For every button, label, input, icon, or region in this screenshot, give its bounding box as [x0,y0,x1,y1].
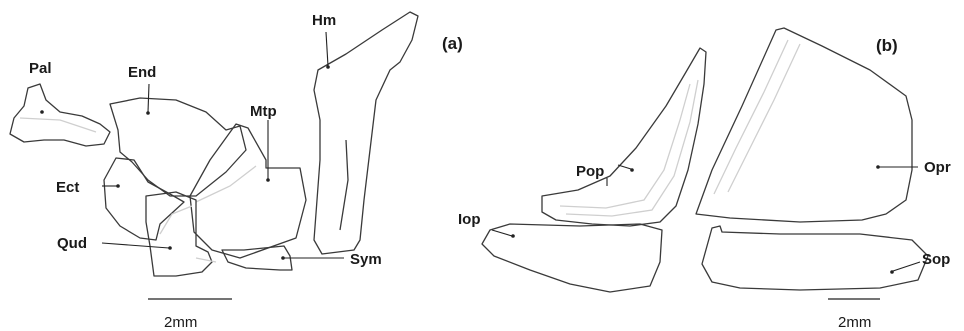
scale-label-b: 2mm [838,314,871,331]
label-iop: Iop [458,211,481,228]
label-hm: Hm [312,12,336,29]
scale-label-a: 2mm [164,314,197,331]
opercle-bone [696,28,912,222]
pop-leader [618,165,631,169]
label-mtp: Mtp [250,103,277,120]
hyomandibular-bone [314,12,418,254]
label-end: End [128,64,156,81]
panel-label-a: (a) [442,34,463,53]
ectopterygoid-bone [104,158,184,240]
hyomandibular-ridge [340,140,348,230]
quadrate-ridge-2 [196,258,216,262]
palatine-bone [10,84,110,146]
panel-label-b: (b) [876,36,898,55]
label-opr: Opr [924,159,951,176]
metapterygoid-bone [190,124,306,258]
iop-leader [492,230,512,236]
label-ect: Ect [56,179,79,196]
palatine-ridge [20,118,96,132]
label-sop: Sop [922,251,950,268]
interopercle-bone [482,224,662,292]
preopercle-canal-2 [566,80,698,216]
qud-leader [102,243,169,248]
quadrate-bone [146,192,212,276]
hm-leader [326,32,328,66]
opercle-ridge-1 [714,40,788,194]
end-leader [148,84,149,112]
panel-b [482,28,928,292]
endopterygoid-bone [110,98,246,196]
opercle-ridge-2 [728,44,800,192]
subopercle-bone [702,226,928,290]
label-qud: Qud [57,235,87,252]
label-sym: Sym [350,251,382,268]
sop-leader [893,262,920,271]
preopercle-bone [542,48,706,226]
label-pop: Pop [576,163,604,180]
label-pal: Pal [29,60,52,77]
pal-point [40,110,44,114]
